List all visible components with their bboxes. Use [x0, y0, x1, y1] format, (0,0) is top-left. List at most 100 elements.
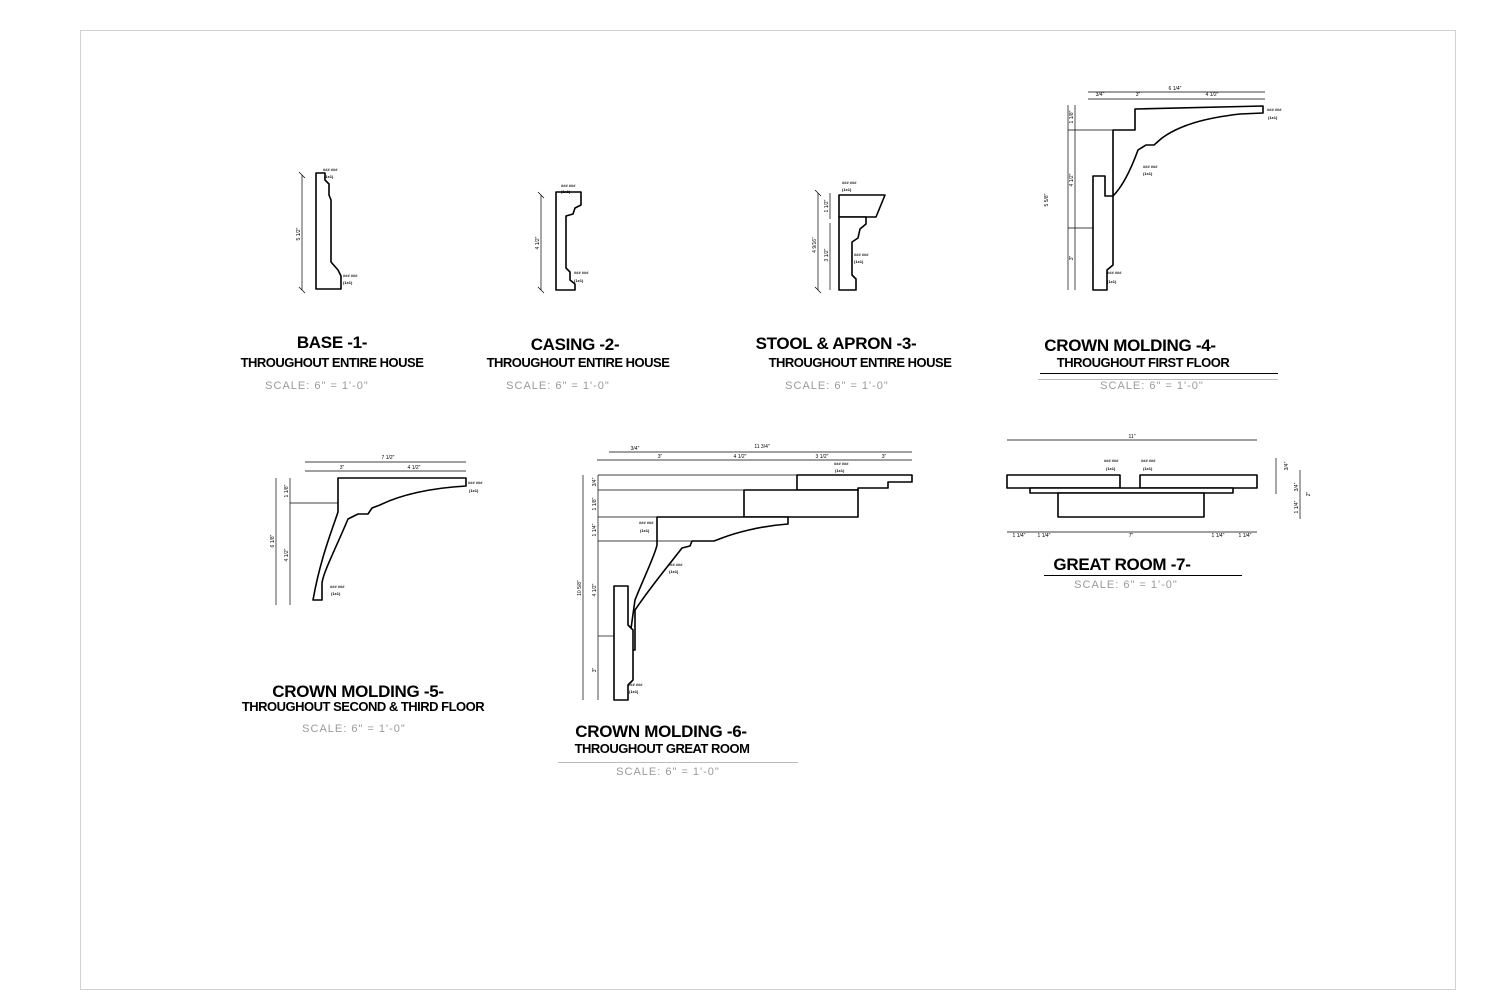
- crown-6-dim: 3": [658, 454, 663, 460]
- crown-6-dim: 3": [592, 668, 598, 673]
- callout-tag: ### ###: [561, 183, 576, 188]
- callout-tag: ### ###: [1267, 107, 1282, 112]
- crown-5-dim-width: 7 1/2": [382, 455, 395, 461]
- base-1-dim-height: 5 1/2": [296, 227, 302, 240]
- callout-sub: (1x1): [1143, 171, 1153, 176]
- great-room-dim: 1 1/4": [1294, 500, 1300, 513]
- casing-2-scale: SCALE: 6" = 1'-0": [506, 380, 610, 392]
- crown-4-dim: 3": [1136, 92, 1141, 98]
- crown-5-dim: 4 1/2": [284, 548, 290, 561]
- great-room-dim: 3/4": [1284, 461, 1290, 470]
- crown-6-dim: 4 1/2": [592, 583, 598, 596]
- callout-tag: ### ###: [639, 520, 654, 525]
- callout-tag: ### ###: [574, 270, 589, 275]
- callout-tag: ### ###: [842, 180, 857, 185]
- great-room-dim: 2": [1306, 492, 1312, 497]
- callout-tag: ### ###: [628, 682, 643, 687]
- great-room-7-scale: SCALE: 6" = 1'-0": [1074, 579, 1178, 591]
- callout-sub: (1x1): [561, 189, 571, 194]
- crown-4-rule: [1038, 379, 1278, 380]
- crown-6-dim: 3 1/2": [816, 454, 829, 460]
- callout-sub: (1x1): [1143, 466, 1153, 471]
- crown-6-dim: 3/4": [592, 477, 598, 486]
- callout-tag: ### ###: [1107, 270, 1122, 275]
- crown-6-title: CROWN MOLDING -6-: [575, 722, 747, 741]
- great-room-dim: 1 1/4": [1013, 533, 1026, 539]
- crown-4-dim: 4 1/2": [1206, 92, 1219, 98]
- callout-tag: ### ###: [1141, 458, 1156, 463]
- stool-dim-top: 1 1/2": [824, 199, 830, 212]
- crown-6-profile: 3/4" 11 3/4" 3" 4 1/2" 3 1/2" 3" 3/4" 1 …: [577, 444, 913, 701]
- callout-sub: (1x1): [469, 488, 479, 493]
- crown-6-dim: 3/4": [631, 446, 640, 452]
- great-room-7-underline: [1044, 575, 1242, 576]
- crown-5-dim: 4 1/2": [408, 465, 421, 471]
- callout-sub: (1x1): [854, 259, 864, 264]
- callout-tag: ### ###: [668, 562, 683, 567]
- great-room-dim: 1 1/4": [1038, 533, 1051, 539]
- callout-tag: ### ###: [1143, 164, 1158, 169]
- great-room-dim: 1 1/4": [1212, 533, 1225, 539]
- crown-4-underline: [1040, 373, 1278, 374]
- callout-sub: (1x1): [324, 174, 334, 179]
- crown-6-rule: [558, 762, 798, 763]
- base-1-profile: 5 1/2" ### ### (1x1) ### ### (1x1): [296, 167, 358, 294]
- crown-4-subtitle: THROUGHOUT FIRST FLOOR: [1056, 355, 1230, 370]
- great-room-7-title: GREAT ROOM -7-: [1053, 555, 1191, 574]
- crown-6-dim: 10 5/8": [577, 580, 583, 596]
- great-room-7-profile: 11" 3/4" 3/4" 2" 1 1/4" 1 1/4" 1 1/4" 7"…: [1006, 434, 1312, 539]
- crown-5-dim: 1 1/8": [284, 484, 290, 497]
- great-room-dim: 1 1/4": [1239, 533, 1252, 539]
- callout-sub: (1x1): [1268, 115, 1278, 120]
- crown-4-profile: 6 1/4" 3/4" 3" 4 1/2" 1 1/8" 4 1/2" 5 5/…: [1044, 86, 1282, 291]
- callout-tag: ### ###: [343, 273, 358, 278]
- callout-sub: (1x1): [842, 187, 852, 192]
- crown-4-title: CROWN MOLDING -4-: [1044, 336, 1216, 355]
- callout-sub: (1x1): [669, 569, 679, 574]
- crown-4-dim: 5 5/8": [1044, 193, 1050, 206]
- crown-5-title: CROWN MOLDING -5-: [272, 682, 444, 701]
- base-1-subtitle: THROUGHOUT ENTIRE HOUSE: [240, 355, 424, 370]
- crown-4-dim: 3": [1069, 256, 1075, 261]
- callout-sub: (1x1): [1107, 279, 1117, 284]
- casing-2-subtitle: THROUGHOUT ENTIRE HOUSE: [486, 355, 670, 370]
- crown-5-scale: SCALE: 6" = 1'-0": [302, 723, 406, 735]
- callout-tag: ### ###: [468, 480, 483, 485]
- callout-tag: ### ###: [834, 461, 849, 466]
- crown-4-dim: 1 1/8": [1069, 110, 1075, 123]
- crown-6-dim: 3": [882, 454, 887, 460]
- callout-sub: (1x1): [835, 468, 845, 473]
- crown-6-dim: 4 1/2": [734, 454, 747, 460]
- callout-tag: ### ###: [1104, 458, 1119, 463]
- callout-sub: (1x1): [629, 689, 639, 694]
- stool-apron-3-title: STOOL & APRON -3-: [755, 334, 917, 353]
- crown-5-subtitle: THROUGHOUT SECOND & THIRD FLOOR: [241, 699, 485, 714]
- great-room-dim: 3/4": [1294, 482, 1300, 491]
- crown-5-profile: 7 1/2" 3" 4 1/2" 1 1/8" 6 1/8" 4 1/2" ##…: [270, 455, 483, 605]
- callout-sub: (1x1): [574, 278, 584, 283]
- crown-6-subtitle: THROUGHOUT GREAT ROOM: [574, 741, 750, 756]
- crown-5-dim: 3": [340, 465, 345, 471]
- great-room-dim: 7": [1129, 533, 1134, 539]
- crown-6-scale: SCALE: 6" = 1'-0": [616, 766, 720, 778]
- crown-4-dim-width: 6 1/4": [1169, 86, 1182, 92]
- base-1-scale: SCALE: 6" = 1'-0": [265, 380, 369, 392]
- crown-6-dim-width: 11 3/4": [754, 444, 770, 450]
- callout-sub: (1x1): [1106, 466, 1116, 471]
- drawing-sheet: [80, 30, 1456, 990]
- crown-4-dim: 3/4": [1096, 92, 1105, 98]
- crown-6-dim: 1 1/8": [592, 497, 598, 510]
- crown-5-dim: 6 1/8": [270, 534, 276, 547]
- great-room-dim-width: 11": [1129, 434, 1136, 440]
- stool-apron-3-subtitle: THROUGHOUT ENTIRE HOUSE: [768, 355, 952, 370]
- base-1-title: BASE -1-: [296, 333, 368, 352]
- crown-6-dim: 1 1/4": [592, 523, 598, 536]
- stool-apron-3-scale: SCALE: 6" = 1'-0": [785, 380, 889, 392]
- callout-tag: ### ###: [330, 584, 345, 589]
- stool-dim-apron: 3 1/2": [824, 248, 830, 261]
- crown-4-dim: 4 1/2": [1069, 173, 1075, 186]
- callout-sub: (1x1): [640, 528, 650, 533]
- casing-2-profile: 4 1/2" ### ### (1x1) ### ### (1x1): [535, 183, 589, 294]
- stool-apron-3-profile: 1 1/2" 4 9/16" 3 1/2" ### ### (1x1) ### …: [812, 180, 886, 294]
